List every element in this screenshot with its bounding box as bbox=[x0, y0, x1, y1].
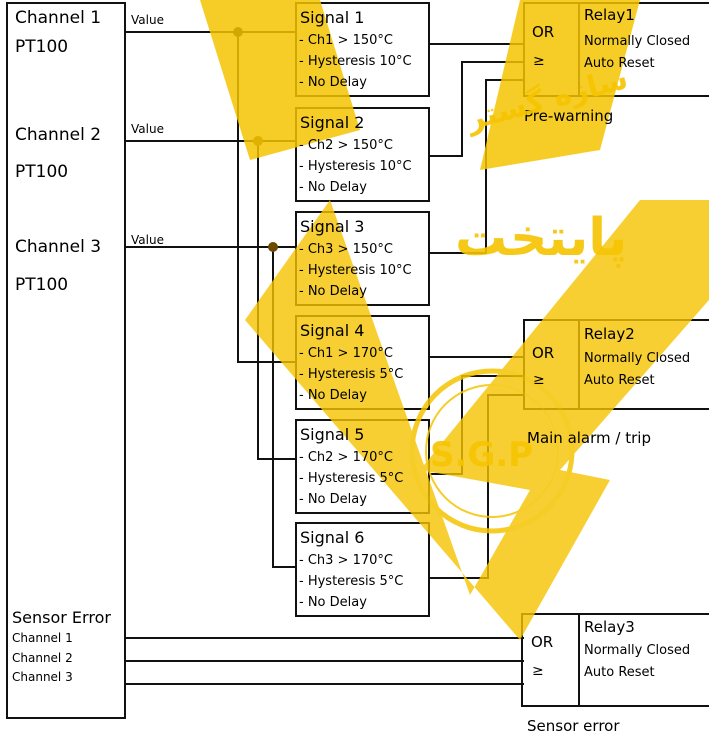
sensor-error-item-1: Channel 1 bbox=[12, 631, 73, 645]
channel-3-name: Channel 3 bbox=[15, 237, 101, 257]
relay3-caption: Sensor error bbox=[527, 717, 620, 735]
signal-3-delay: - No Delay bbox=[299, 284, 367, 299]
signal-1-title: Signal 1 bbox=[300, 8, 364, 27]
watermark-seal-text: S.G.P bbox=[430, 435, 533, 475]
signal-5-delay: - No Delay bbox=[299, 492, 367, 507]
relay2-reset: Auto Reset bbox=[584, 373, 655, 388]
channel-1-sensor: PT100 bbox=[15, 37, 68, 57]
signal-5-condition: - Ch2 > 170°C bbox=[299, 450, 393, 465]
relay1-gate-symbol: ≥ bbox=[533, 53, 545, 69]
signal-6-condition: - Ch3 > 170°C bbox=[299, 553, 393, 568]
relay1-gate-label: OR bbox=[532, 23, 554, 41]
channel-2-value-label: Value bbox=[131, 122, 164, 136]
signal-1-condition: - Ch1 > 150°C bbox=[299, 33, 393, 48]
signal-3-title: Signal 3 bbox=[300, 217, 364, 236]
relay3-gate-box bbox=[522, 614, 579, 706]
relay3-reset: Auto Reset bbox=[584, 665, 655, 680]
relay3-mode: Normally Closed bbox=[584, 643, 690, 658]
sensor-error-item-3: Channel 3 bbox=[12, 670, 73, 684]
signal-2-hysteresis: - Hysteresis 10°C bbox=[299, 159, 412, 174]
relay3-gate-label: OR bbox=[531, 633, 553, 651]
watermark-main-text: پایتخت bbox=[455, 208, 627, 268]
signal-2-condition: - Ch2 > 150°C bbox=[299, 138, 393, 153]
relay1-title: Relay1 bbox=[584, 6, 635, 24]
relay3-title: Relay3 bbox=[584, 618, 635, 636]
signal-4-condition: - Ch1 > 170°C bbox=[299, 346, 393, 361]
signal-4-delay: - No Delay bbox=[299, 388, 367, 403]
channel-2-sensor: PT100 bbox=[15, 162, 68, 182]
channel-3-sensor: PT100 bbox=[15, 275, 68, 295]
signal-1-delay: - No Delay bbox=[299, 75, 367, 90]
relay2-gate-symbol: ≥ bbox=[533, 372, 545, 388]
relay2-caption: Main alarm / trip bbox=[527, 429, 651, 447]
channel-labels: Channel 1 PT100 Value Channel 2 PT100 Va… bbox=[12, 8, 164, 684]
signal-1-hysteresis: - Hysteresis 10°C bbox=[299, 54, 412, 69]
signal-6-title: Signal 6 bbox=[300, 528, 364, 547]
channel-2-name: Channel 2 bbox=[15, 125, 101, 145]
signal-3-hysteresis: - Hysteresis 10°C bbox=[299, 263, 412, 278]
sensor-error-item-2: Channel 2 bbox=[12, 651, 73, 665]
sensor-error-title: Sensor Error bbox=[12, 608, 111, 627]
relay2-title: Relay2 bbox=[584, 325, 635, 343]
signal-5-title: Signal 5 bbox=[300, 425, 364, 444]
signal-5-hysteresis: - Hysteresis 5°C bbox=[299, 471, 403, 486]
junction-dot-ch3 bbox=[268, 242, 278, 252]
channel-3-value-label: Value bbox=[131, 233, 164, 247]
relay1-mode: Normally Closed bbox=[584, 34, 690, 49]
signal-4-hysteresis: - Hysteresis 5°C bbox=[299, 367, 403, 382]
signal-2-delay: - No Delay bbox=[299, 180, 367, 195]
relay3-gate-symbol: ≥ bbox=[532, 663, 544, 679]
relay2-gate-label: OR bbox=[532, 344, 554, 362]
signal-2-title: Signal 2 bbox=[300, 113, 364, 132]
channel-1-name: Channel 1 bbox=[15, 8, 101, 28]
signal-3-condition: - Ch3 > 150°C bbox=[299, 242, 393, 257]
signal-6-delay: - No Delay bbox=[299, 595, 367, 610]
relay2-mode: Normally Closed bbox=[584, 351, 690, 366]
signal-6-hysteresis: - Hysteresis 5°C bbox=[299, 574, 403, 589]
channel-1-value-label: Value bbox=[131, 13, 164, 27]
signal-4-title: Signal 4 bbox=[300, 321, 364, 340]
